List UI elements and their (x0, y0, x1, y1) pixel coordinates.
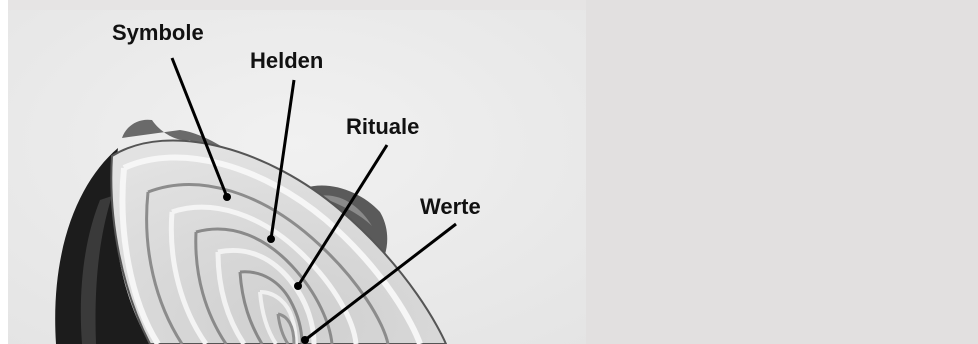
rituale-dot (294, 282, 302, 290)
label-werte: Werte (420, 194, 481, 219)
label-symbole: Symbole (112, 20, 204, 45)
label-rituale: Rituale (346, 114, 419, 139)
blank-panel (586, 0, 978, 344)
werte-dot (301, 336, 309, 344)
label-helden: Helden (250, 48, 323, 73)
symbole-dot (223, 193, 231, 201)
helden-dot (267, 235, 275, 243)
onion-photo: Symbole Helden Rituale Werte (0, 0, 586, 344)
